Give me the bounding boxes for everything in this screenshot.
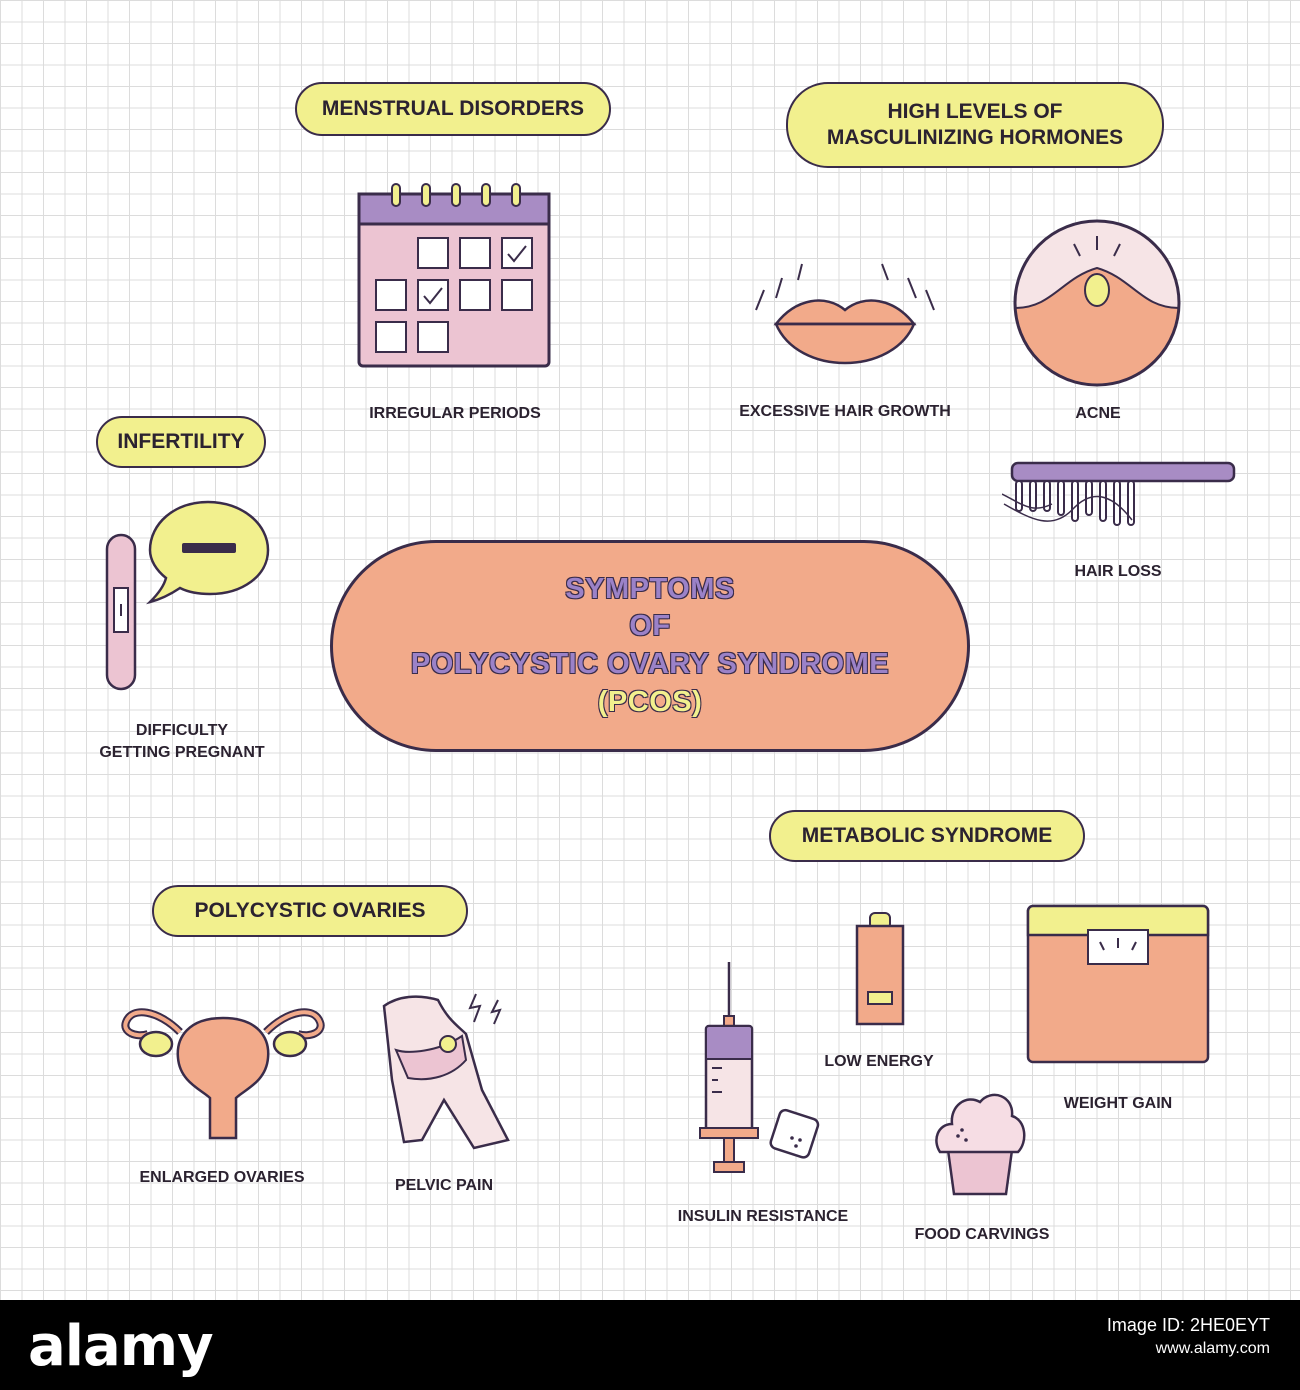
category-menstrual-disorders: MENSTRUAL DISORDERS [295,82,611,136]
label-hair-loss: HAIR LOSS [1074,563,1162,580]
image-id-text: Image ID: 2HE0EYT [1106,1315,1270,1335]
infographic-canvas: MENSTRUAL DISORDERS HIGH LEVELS OF MASCU… [0,0,1300,1300]
category-polycystic-ovaries: POLYCYSTIC OVARIES [152,885,468,937]
label-food-carvings: FOOD CARVINGS [914,1226,1050,1243]
label-irregular-periods: IRREGULAR PERIODS [369,405,541,422]
brand-logo: alamy [28,1314,214,1379]
calendar-icon [357,183,551,368]
footer-bar: alamy Image ID: 2HE0EYT www.alamy.com [0,1300,1300,1390]
label-difficulty-getting-pregnant: DIFFICULTY GETTING PREGNANT [99,722,265,761]
sugar-cube-icon [769,1108,820,1159]
battery-icon [855,912,905,1026]
uterus-icon [121,1008,325,1140]
title-line-4: (PCOS) [597,685,703,718]
comb-icon [1002,461,1236,526]
pelvis-icon [382,993,510,1150]
cupcake-icon [935,1093,1026,1196]
category-infertility: INFERTILITY [96,416,266,468]
label-low-energy: LOW ENERGY [824,1053,934,1070]
syringe-icon [699,962,759,1173]
pregnancy-test-icon [105,533,137,691]
scale-icon [1026,904,1210,1064]
title-line-3: POLYCYSTIC OVARY SYNDROME [410,648,890,680]
title-line-1: SYMPTOMS [565,572,735,605]
speech-bubble-icon [146,500,270,605]
category-masculinizing-hormones: HIGH LEVELS OF MASCULINIZING HORMONES [786,82,1164,168]
central-title: SYMPTOMS OF POLYCYSTIC OVARY SYNDROME (P… [330,540,970,752]
title-line-2: OF [629,610,671,643]
label-excessive-hair-growth: EXCESSIVE HAIR GROWTH [739,403,951,420]
footer-url: www.alamy.com [1155,1340,1270,1357]
label-weight-gain: WEIGHT GAIN [1063,1095,1173,1112]
acne-icon [1013,219,1181,387]
lips-icon [755,263,935,365]
label-pelvic-pain: PELVIC PAIN [394,1177,494,1194]
label-insulin-resistance: INSULIN RESISTANCE [677,1208,849,1225]
label-enlarged-ovaries: ENLARGED OVARIES [139,1169,305,1186]
label-acne: ACNE [1075,405,1121,422]
category-metabolic-syndrome: METABOLIC SYNDROME [769,810,1085,862]
